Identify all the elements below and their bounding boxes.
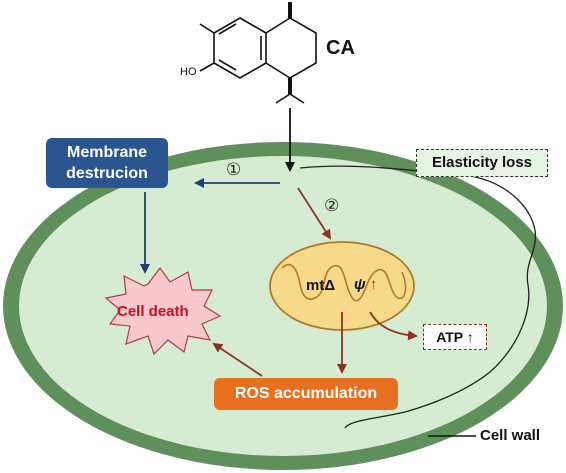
ros-accumulation-box: ROS accumulation (214, 378, 398, 410)
psi-symbol: ψ (354, 276, 366, 293)
hydroxyl-label: HO (180, 66, 197, 78)
cell-wall-label: Cell wall (480, 427, 541, 444)
mito-mt-label: mtΔ (306, 277, 335, 294)
membrane-destruction-line1: Membrane (66, 144, 148, 161)
mito-to-atp-arrow (369, 311, 418, 341)
elasticity-loss-box: Elasticity loss (416, 149, 548, 177)
membrane-destruction-line2: destrucion (66, 165, 148, 182)
atp-box: ATP ↑ (423, 324, 487, 350)
pathway-one-marker: ① (226, 160, 242, 179)
psi-up-arrow: ↑ (369, 276, 378, 293)
membrane-destruction-box: Membrane destrucion (46, 138, 168, 188)
ca-label: CA (326, 37, 355, 59)
cell-death-starburst (104, 266, 222, 356)
cell-death-label: Cell death (117, 303, 189, 320)
pathway-two-arrow (297, 187, 332, 240)
atp-label: ATP (436, 329, 463, 345)
ros-to-death-arrow (212, 342, 263, 377)
atp-up-arrow: ↑ (466, 329, 474, 345)
mito-psi-label: ψ ↑ (354, 276, 377, 293)
mt-delta-text: mtΔ (306, 277, 336, 294)
pathway-two-marker: ② (324, 196, 340, 215)
ca-molecule (199, 2, 317, 104)
